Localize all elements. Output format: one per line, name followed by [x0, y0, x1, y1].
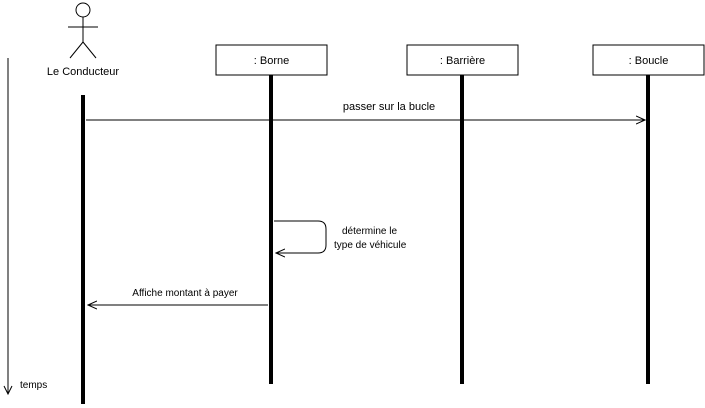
self-message-label-line2: type de véhicule — [334, 240, 407, 251]
time-axis-label: temps — [20, 380, 47, 391]
message-label: passer sur la bucle — [343, 101, 435, 113]
actor-conducteur: Le Conducteur — [47, 2, 119, 404]
message-self-determine: détermine le type de véhicule — [274, 220, 407, 253]
message-passer-sur-bucle: passer sur la bucle — [86, 101, 645, 120]
object-box-boucle — [592, 44, 705, 76]
stick-figure-icon — [68, 2, 98, 59]
object-label-barriere: : Barrière — [440, 55, 485, 67]
object-barriere: : Barrière — [406, 44, 519, 384]
object-label-borne: : Borne — [254, 55, 289, 67]
object-label-boucle: : Boucle — [629, 55, 669, 67]
message-affiche-montant: Affiche montant à payer — [88, 288, 268, 305]
actor-label: Le Conducteur — [47, 66, 119, 78]
time-axis: temps — [3, 58, 47, 396]
object-box-borne — [215, 44, 328, 76]
object-boucle: : Boucle — [592, 44, 705, 384]
self-message-label-line1: détermine le — [342, 226, 397, 237]
time-axis-arrowhead — [3, 385, 13, 396]
self-message-arrow — [274, 220, 327, 253]
object-borne: : Borne — [215, 44, 328, 384]
message-label: Affiche montant à payer — [132, 288, 238, 299]
object-box-barriere — [406, 44, 519, 76]
